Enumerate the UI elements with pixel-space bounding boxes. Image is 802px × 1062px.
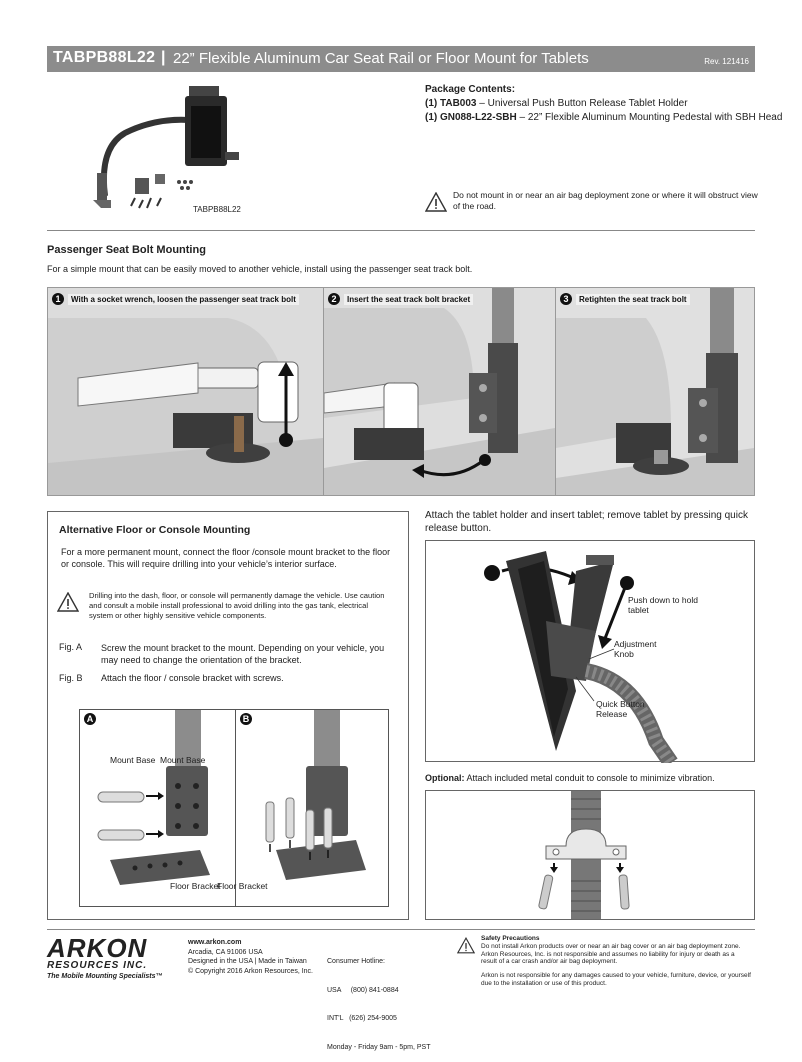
title-bar: TABPB88L22 | 22” Flexible Aluminum Car S… — [47, 46, 755, 72]
divider — [47, 230, 755, 231]
tablet-figure: Push down to hold tablet Adjustment Knob… — [425, 540, 755, 763]
hotline-hours: Monday - Friday 9am - 5pm, PST — [327, 1043, 431, 1051]
quick-release-callout: Quick Button Release — [596, 699, 645, 719]
logo-main: ARKON — [47, 933, 148, 963]
optional-label: Optional: — [425, 773, 465, 783]
product-image-label: TABPB88L22 — [193, 205, 241, 214]
fig-b-label: Fig. B — [59, 673, 83, 683]
floor-mount-section: Alternative Floor or Console Mounting Fo… — [47, 511, 409, 920]
bracket-figures: A Mount Base Floor Bracket B Mount Base … — [79, 709, 389, 907]
fig-a-text: Screw the mount bracket to the mount. De… — [101, 643, 385, 665]
adjustment-knob-callout: Adjustment Knob — [614, 639, 657, 659]
step-divider — [555, 288, 556, 495]
revision: Rev. 121416 — [704, 57, 749, 66]
seat-section-intro: For a simple mount that can be easily mo… — [47, 264, 473, 274]
safety-precautions: Safety Precautions Do not install Arkon … — [481, 935, 751, 988]
step-1-label: With a socket wrench, loosen the passeng… — [68, 294, 299, 305]
step-2-label: Insert the seat track bolt bracket — [344, 294, 474, 305]
conduit-figure — [425, 790, 755, 920]
logo-tagline: The Mobile Mounting Specialists™ — [47, 973, 163, 980]
address: Arcadia, CA 91006 USA — [188, 948, 263, 956]
step-2-illustration — [323, 288, 555, 495]
design-origin: Designed in the USA | Made in Taiwan — [188, 958, 307, 965]
package-item: (1) GN088-L22-SBH – 22” Flexible Aluminu… — [425, 112, 783, 123]
warning-icon — [425, 192, 447, 212]
hotline-intl: INT'L (626) 254-9005 — [327, 1015, 397, 1022]
optional-note: Optional: Attach included metal conduit … — [425, 773, 715, 783]
step-3-label: Retighten the seat track bolt — [576, 294, 690, 305]
footer-divider — [47, 929, 755, 930]
floor-bracket-label: Floor Bracket — [170, 881, 221, 891]
step-number: 1 — [52, 293, 64, 305]
company-info: www.arkon.com Arcadia, CA 91006 USA Desi… — [188, 938, 313, 976]
mount-base-label: Mount Base — [110, 755, 156, 765]
floor-section-title: Alternative Floor or Console Mounting — [59, 524, 251, 536]
panel-letter: A — [84, 713, 96, 725]
step-divider — [323, 288, 324, 495]
safety-text-2: Arkon is not responsible for any damages… — [481, 972, 751, 987]
warning-icon — [57, 592, 79, 612]
seat-steps-panel: 1 With a socket wrench, loosen the passe… — [47, 287, 755, 496]
website: www.arkon.com — [188, 939, 242, 946]
hotline-title: Consumer Hotline: — [327, 958, 385, 965]
arkon-logo: ARKON RESOURCES INC. The Mobile Mounting… — [47, 935, 163, 980]
package-contents: Package Contents: (1) TAB003 – Universal… — [425, 83, 782, 125]
seat-section-title: Passenger Seat Bolt Mounting — [47, 244, 206, 256]
drilling-warning: Drilling into the dash, floor, or consol… — [89, 591, 385, 620]
copyright: © Copyright 2016 Arkon Resources, Inc. — [188, 967, 313, 975]
panel-b-illustration — [265, 710, 366, 880]
push-down-callout: Push down to hold tablet — [628, 595, 698, 615]
logo-sub: RESOURCES INC. — [47, 960, 148, 971]
step-1-illustration — [48, 288, 323, 495]
figure-divider — [235, 710, 236, 906]
safety-title: Safety Precautions — [481, 935, 540, 942]
optional-text: Attach included metal conduit to console… — [464, 773, 715, 783]
hotline-usa: USA (800) 841-0884 — [327, 986, 399, 994]
mount-base-label: Mount Base — [160, 755, 206, 765]
title-divider: | — [161, 49, 166, 66]
panel-letter: B — [240, 713, 252, 725]
airbag-warning-text: Do not mount in or near an air bag deplo… — [453, 190, 758, 211]
hotline-info: Consumer Hotline: USA (800) 841-0884 INT… — [327, 938, 430, 1062]
package-heading: Package Contents: — [425, 84, 516, 95]
fig-a-label: Fig. A — [59, 642, 83, 652]
safety-text-1: Do not install Arkon products over or ne… — [481, 942, 741, 966]
step-number: 2 — [328, 293, 340, 305]
step-number: 3 — [560, 293, 572, 305]
panel-a-illustration — [97, 710, 210, 885]
tablet-instructions: Attach the tablet holder and insert tabl… — [425, 510, 748, 534]
floor-bracket-label: Floor Bracket — [217, 881, 268, 891]
product-image: TABPB88L22 — [85, 78, 255, 218]
page-title: 22” Flexible Aluminum Car Seat Rail or F… — [173, 50, 589, 67]
package-item: (1) TAB003 – Universal Push Button Relea… — [425, 98, 688, 109]
fig-b-text: Attach the floor / console bracket with … — [101, 673, 284, 683]
warning-icon — [457, 937, 475, 954]
product-sku: TABPB88L22 — [53, 49, 156, 66]
step-3-illustration — [556, 288, 754, 495]
floor-section-intro: For a more permanent mount, connect the … — [61, 547, 391, 569]
